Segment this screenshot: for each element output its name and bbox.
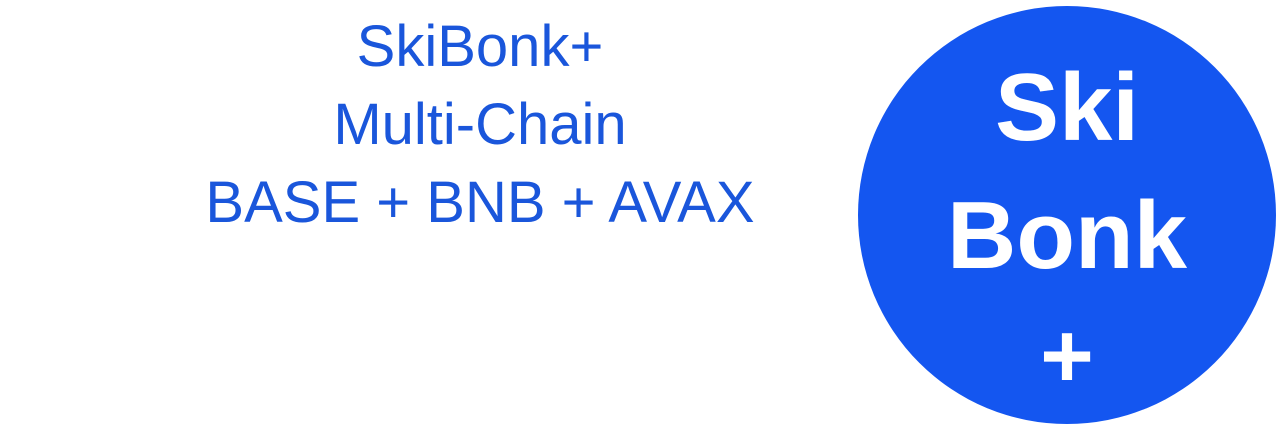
- logo-text-bonk: Bonk: [947, 182, 1187, 289]
- logo-text-plus: +: [1040, 305, 1094, 407]
- headline-chains: BASE + BNB + AVAX: [205, 170, 755, 235]
- headline-subtitle: Multi-Chain: [333, 92, 627, 157]
- headline: SkiBonk+ Multi-Chain BASE + BNB + AVAX: [80, 8, 880, 242]
- skibonk-logo: Ski Bonk +: [858, 6, 1276, 424]
- headline-title: SkiBonk+: [356, 14, 604, 79]
- logo-text-ski: Ski: [994, 54, 1140, 161]
